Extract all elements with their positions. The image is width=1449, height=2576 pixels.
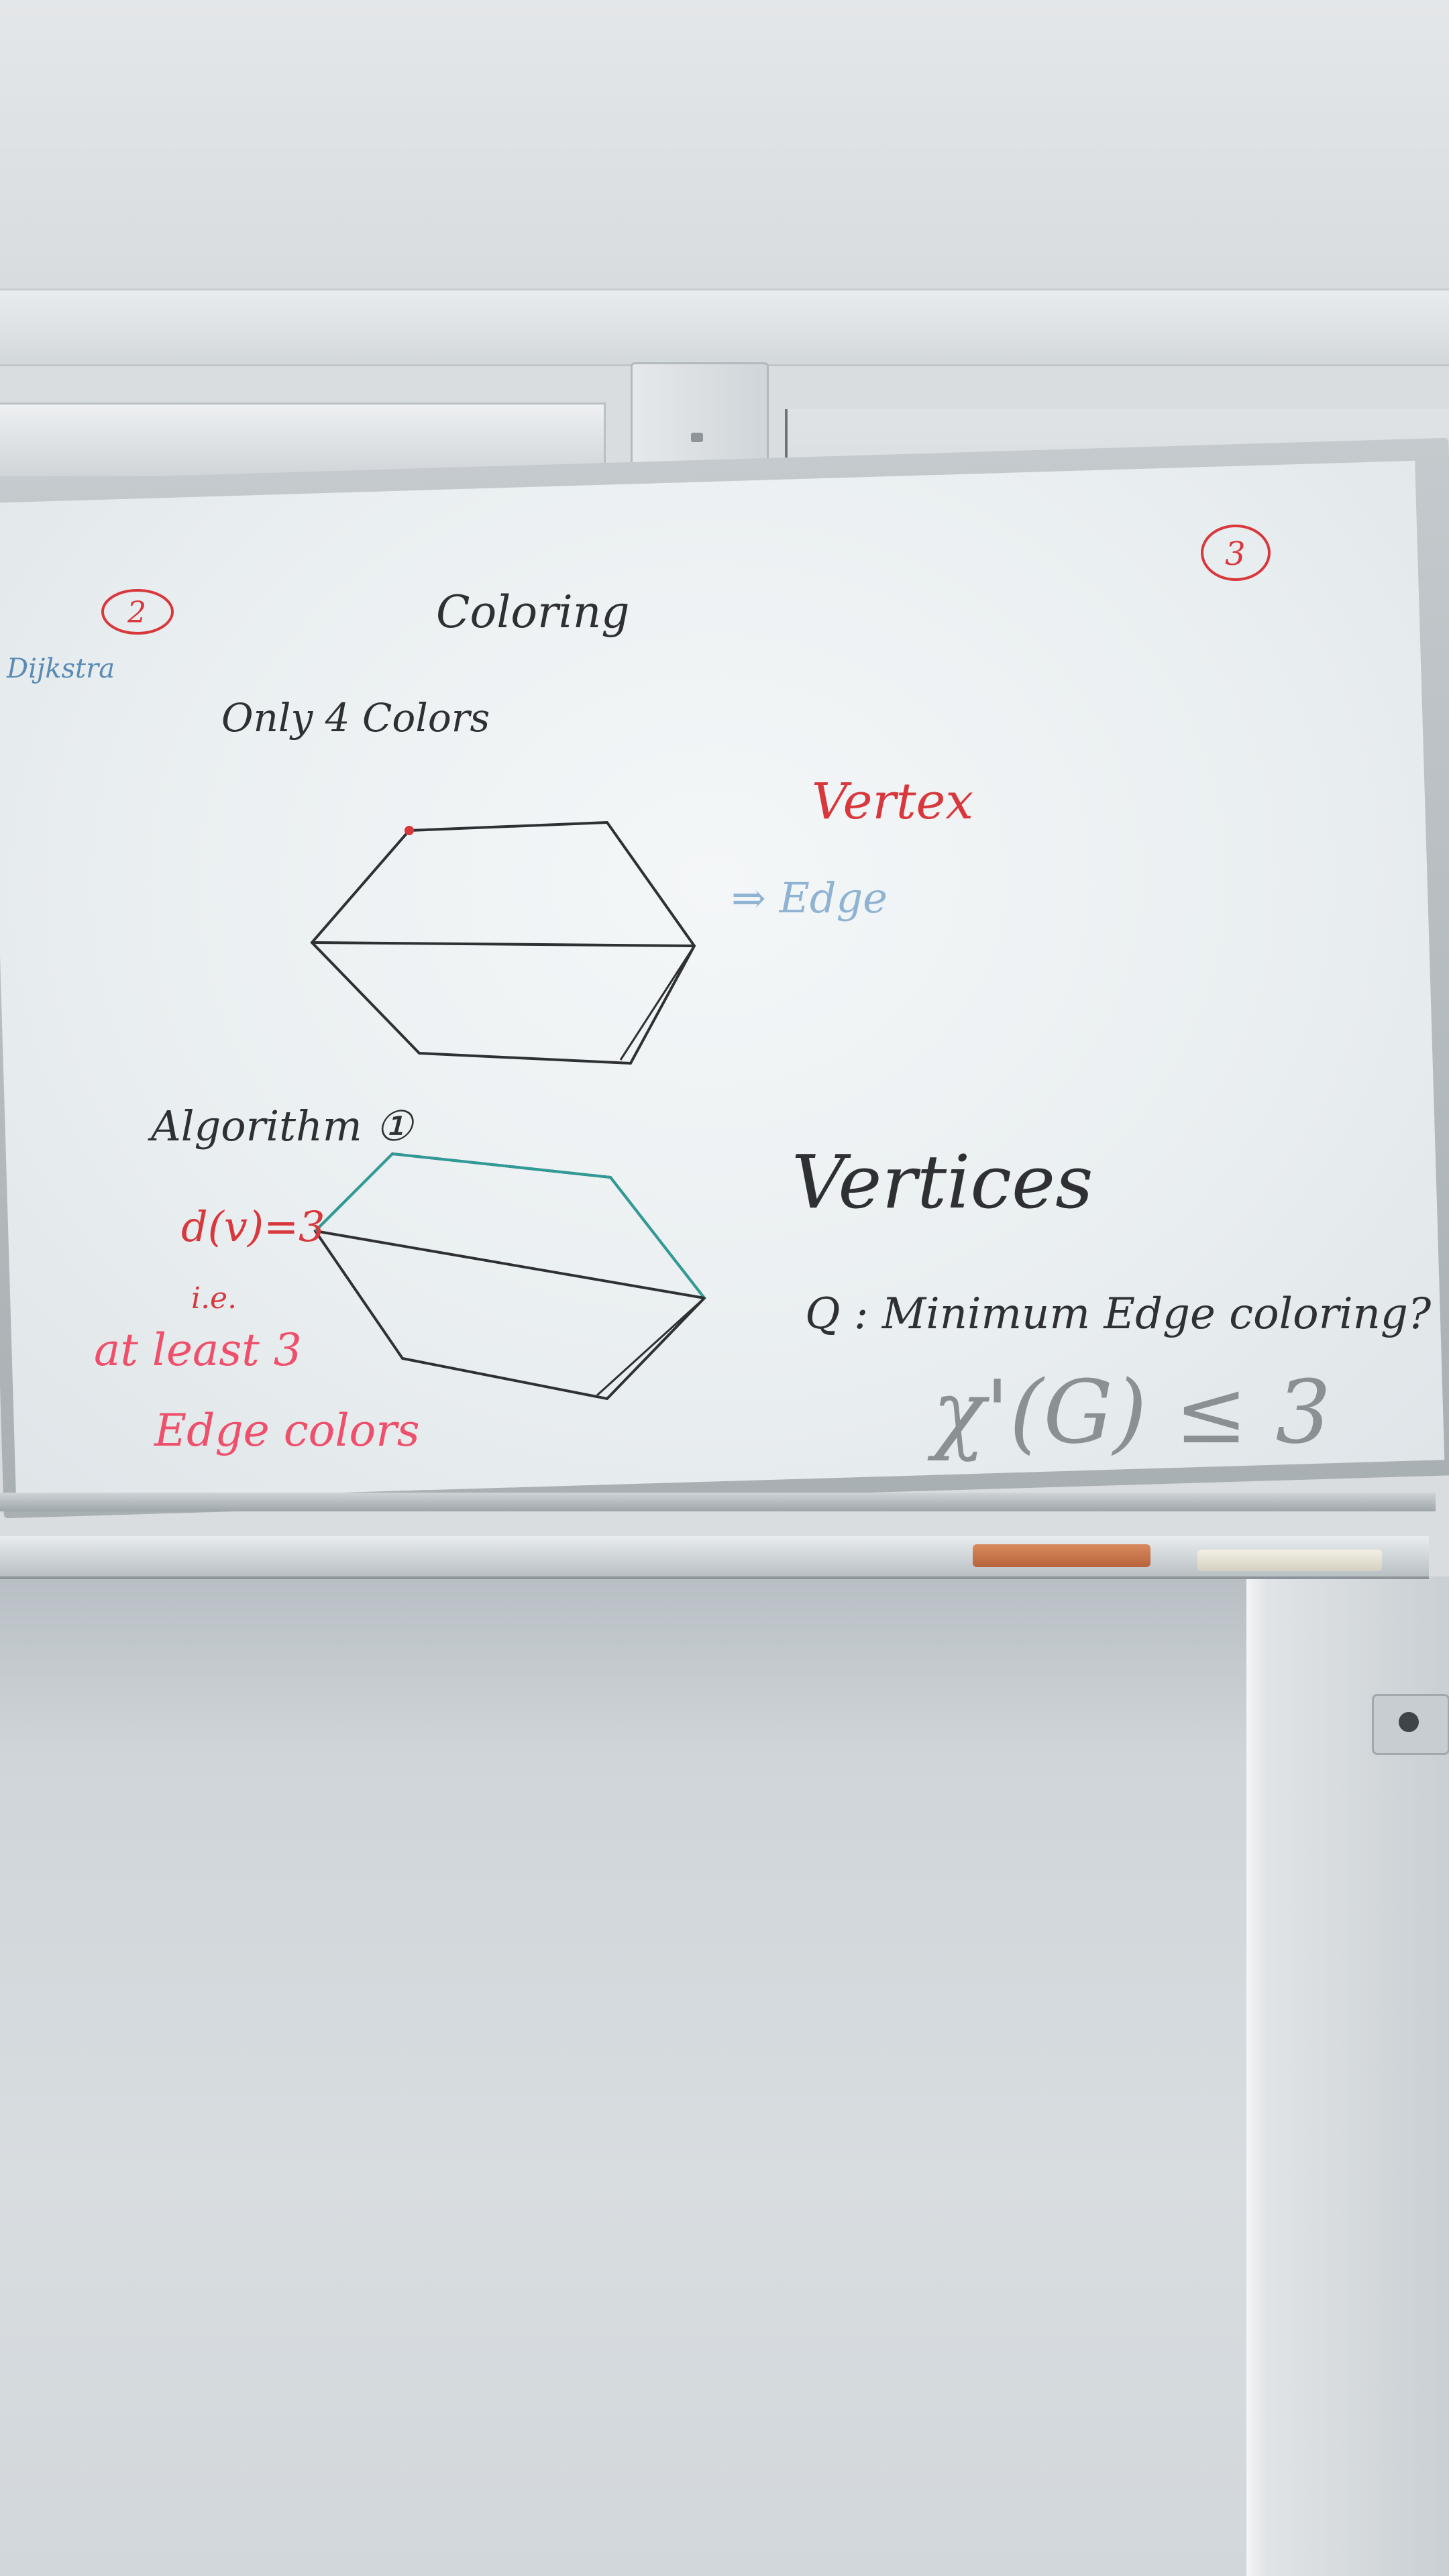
- page-number-left: 2: [127, 596, 146, 630]
- page-number-right: 3: [1225, 535, 1246, 573]
- highlighted-vertex: [405, 826, 414, 835]
- graph-edge-middle-upper: [311, 941, 695, 947]
- door-frame: [1246, 1576, 1271, 2576]
- marker-tray: [0, 1536, 1429, 1579]
- algorithm-label: Algorithm ①: [148, 1102, 415, 1150]
- arrow-edge-label: ⇒ Edge: [731, 873, 888, 922]
- power-socket-hole: [1399, 1712, 1419, 1732]
- page-number-circle-left: [101, 589, 174, 635]
- question-label: Q : Minimum Edge coloring?: [805, 1289, 1432, 1339]
- graph-edge-double-upper: [619, 945, 696, 1061]
- graph-edge-middle-lower: [315, 1230, 705, 1299]
- whiteboard-bottom-frame: [0, 1493, 1436, 1511]
- ceiling: [0, 0, 1449, 315]
- eraser: [973, 1544, 1150, 1567]
- lower-wall: [0, 1576, 1248, 2576]
- edge-colors-label: Edge colors: [154, 1405, 420, 1456]
- ie-label: i.e.: [191, 1281, 237, 1316]
- speaker-indicator: [691, 433, 703, 442]
- hexagon-graph-lower: [313, 1152, 706, 1401]
- vertex-label: Vertex: [812, 773, 973, 830]
- eraser-white: [1197, 1550, 1382, 1571]
- vertices-label: Vertices: [792, 1139, 1093, 1225]
- at-least-label: at least 3: [94, 1324, 302, 1376]
- degree-label: d(v)=3: [181, 1202, 325, 1251]
- side-note: Dijkstra: [6, 653, 115, 684]
- board-subtitle: Only 4 Colors: [221, 695, 490, 741]
- teal-colored-edges: [392, 1152, 706, 1299]
- chromatic-index-label: χ'(G) ≤ 3: [927, 1361, 1331, 1463]
- page-number-circle-right: [1201, 525, 1271, 581]
- teal-edge-left: [314, 1152, 394, 1232]
- board-title: Coloring: [436, 586, 630, 638]
- graph-edge-double-lower: [596, 1297, 706, 1397]
